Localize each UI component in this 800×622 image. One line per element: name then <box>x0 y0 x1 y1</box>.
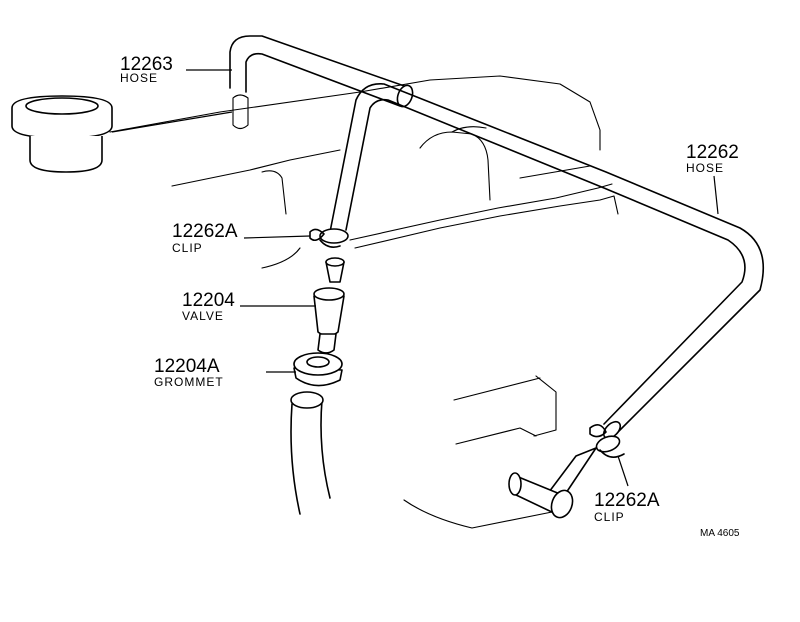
part-label-hose-12263: 12263 HOSE <box>120 54 173 85</box>
part-label-valve-12204: 12204 VALVE <box>182 290 235 323</box>
part-name: CLIP <box>172 241 203 255</box>
part-number: 12262A <box>594 490 660 511</box>
oil-filler-cap <box>11 95 113 173</box>
part-number: 12262A <box>172 221 238 242</box>
part-number: 12263 <box>120 54 173 75</box>
lower-engine-outline <box>290 375 557 529</box>
diagram-code: MA 4605 <box>700 528 740 539</box>
part-number: 12204A <box>154 356 220 377</box>
part-number: 12262 <box>686 142 739 163</box>
part-label-grommet-12204a: 12204A GROMMET <box>154 356 224 389</box>
part-label-clip-12262a-lower: 12262A CLIP <box>594 490 660 524</box>
part-label-hose-12262: 12262 HOSE <box>686 142 739 175</box>
part-name: GROMMET <box>154 375 224 389</box>
hose-12262 <box>329 83 764 440</box>
part-label-clip-12262a-upper: 12262A CLIP <box>172 221 238 255</box>
breather-union <box>508 447 597 519</box>
clip-12262a-upper <box>309 228 349 248</box>
grommet-12204a <box>293 352 343 387</box>
leader-lines <box>111 69 719 487</box>
hose-12263 <box>229 35 414 130</box>
part-name: HOSE <box>686 161 724 175</box>
clip-12262a-lower <box>589 424 625 458</box>
part-name: CLIP <box>594 510 625 524</box>
part-name: VALVE <box>182 309 224 323</box>
part-number: 12204 <box>182 290 235 311</box>
head-cover-outline <box>109 75 619 269</box>
valve-12204 <box>313 257 345 354</box>
part-name: HOSE <box>120 71 158 85</box>
